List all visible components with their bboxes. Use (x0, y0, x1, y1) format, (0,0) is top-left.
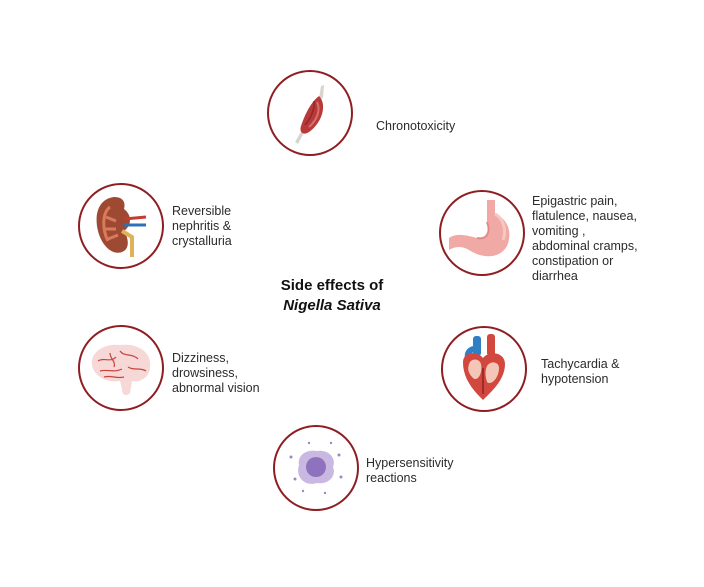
kidney-node (78, 183, 164, 269)
label-gastrointestinal: Epigastric pain, flatulence, nausea, vom… (532, 194, 638, 283)
label-chronotoxicity: Chronotoxicity (376, 119, 456, 133)
stomach-node (439, 190, 525, 276)
brain-icon (91, 344, 151, 396)
label-neurological: Dizziness, drowsiness, abnormal vision (172, 351, 260, 395)
label-renal: Reversible nephritis & crystalluria (172, 204, 232, 248)
heart-node (441, 326, 527, 412)
label-cardiovascular: Tachycardia & hypotension (541, 357, 620, 386)
muscle-icon (295, 85, 324, 144)
brain-node (78, 325, 164, 411)
heart-icon (463, 334, 505, 400)
stomach-icon (449, 200, 510, 257)
muscle-node (267, 70, 353, 156)
center-title-line2: Nigella Sativa (283, 297, 381, 314)
cell-node (273, 425, 359, 511)
label-hypersensitivity: Hypersensitivity reactions (366, 456, 454, 485)
center-title: Side effects of Nigella Sativa (262, 276, 402, 316)
center-title-line1: Side effects of (280, 277, 384, 294)
immune-cell-icon (289, 441, 343, 495)
kidney-icon (96, 197, 147, 257)
